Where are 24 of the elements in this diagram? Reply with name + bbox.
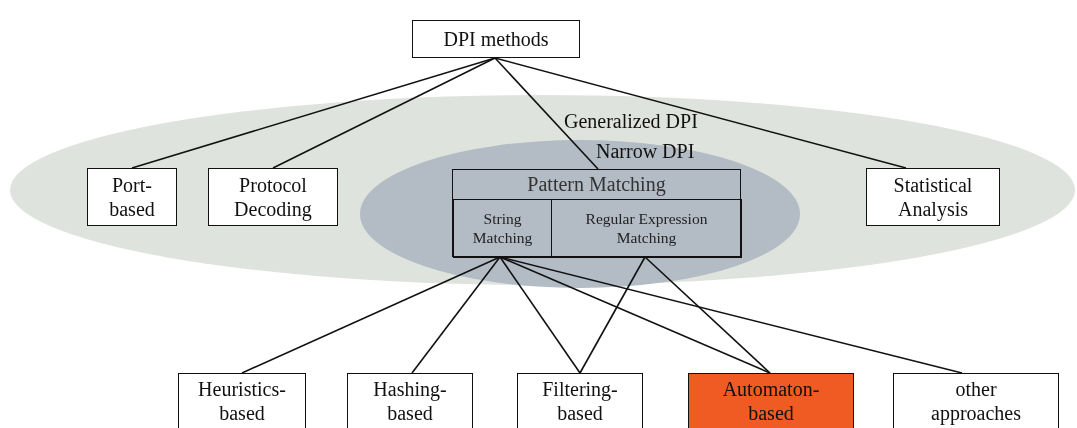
method-box: Protocol Decoding	[208, 168, 338, 226]
connector-line	[411, 256, 501, 374]
connector-line	[494, 57, 907, 169]
method-box: other approaches	[893, 373, 1059, 428]
connector-line	[499, 256, 581, 374]
connector-line	[241, 256, 501, 374]
method-box: Port-based	[87, 168, 177, 226]
table-cell: Regular Expression Matching	[551, 199, 742, 258]
method-box: Statistical Analysis	[866, 168, 1000, 226]
table-cell: String Matching	[453, 199, 552, 258]
pattern-matching-box	[452, 169, 741, 257]
scope-label: Narrow DPI	[596, 140, 695, 163]
method-box: Automaton-based	[688, 373, 854, 428]
method-box: Filtering-based	[517, 373, 643, 428]
method-box: DPI methods	[412, 20, 580, 58]
method-box: Heuristics-based	[178, 373, 306, 428]
connector-line	[499, 256, 771, 374]
connector-line	[272, 57, 496, 169]
method-box: Hashing-based	[347, 373, 473, 428]
connector-line	[579, 256, 646, 374]
connector-line	[644, 256, 771, 374]
scope-label: Generalized DPI	[564, 110, 698, 133]
box-heading: Pattern Matching	[527, 172, 666, 196]
connector-line	[494, 57, 599, 170]
